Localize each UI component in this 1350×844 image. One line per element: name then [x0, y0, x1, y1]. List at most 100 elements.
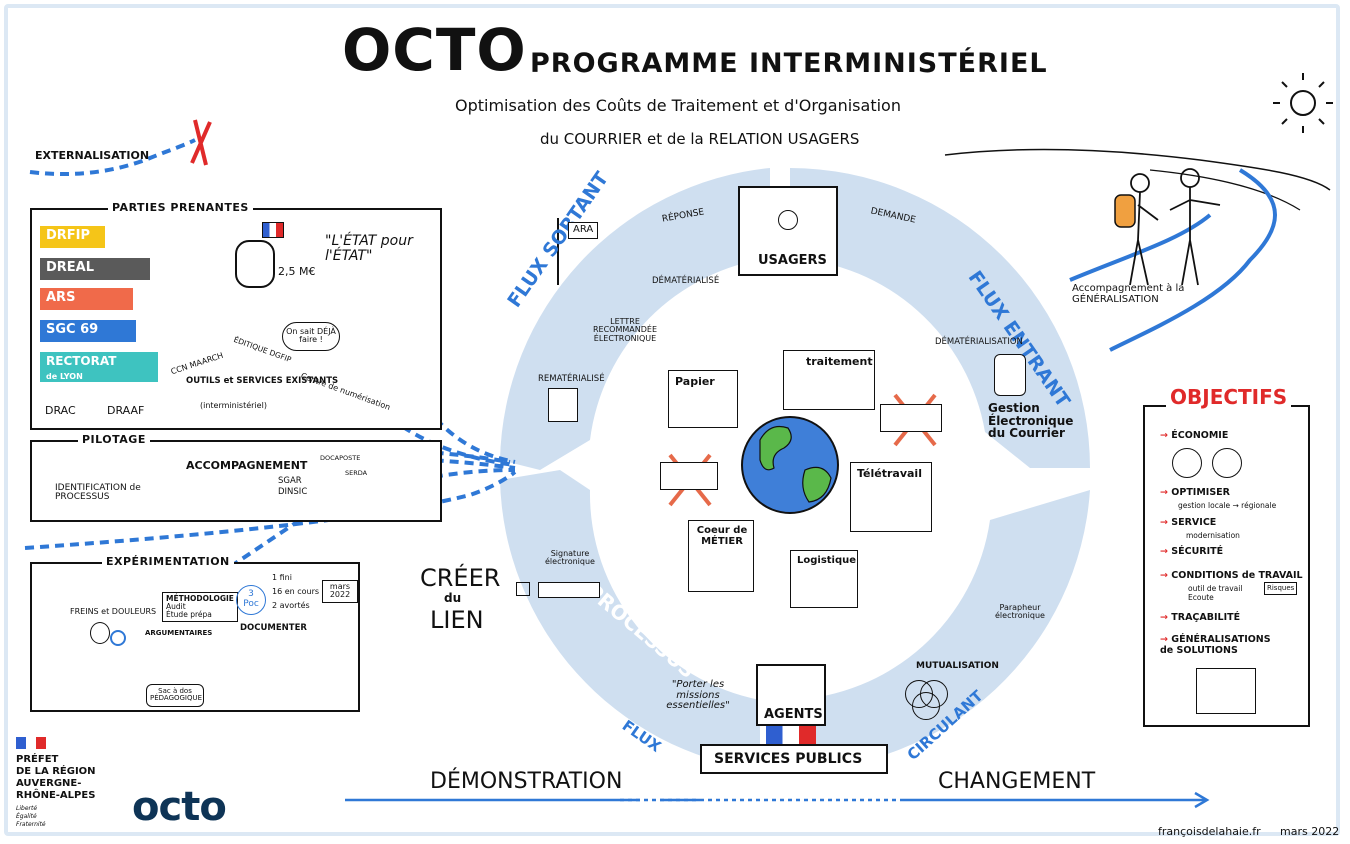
drac-label: DRAC: [45, 404, 76, 417]
subtitle-line1: Optimisation des Coûts de Traitement et …: [455, 96, 901, 115]
credit-date: mars 2022: [1280, 825, 1340, 838]
signature-field-icon: [538, 582, 600, 598]
dinsic-label: DINSIC: [278, 487, 308, 497]
poc-item-avortes: 2 avortés: [272, 601, 310, 610]
objectif-economie: → ÉCONOMIE: [1160, 430, 1229, 441]
objectif-generalisations-label: GÉNÉRALISATIONS de SOLUTIONS: [1160, 634, 1271, 656]
euro-coin-icon: [1172, 448, 1202, 478]
logistique-label: Logistique: [797, 555, 857, 566]
accompagnement-label: ACCOMPAGNEMENT: [186, 459, 308, 472]
objectif-generalisations: → GÉNÉRALISATIONS de SOLUTIONS: [1160, 634, 1271, 656]
externalisation-label: EXTERNALISATION: [35, 149, 150, 162]
page-title: PROGRAMME INTERMINISTÉRIEL: [530, 48, 1048, 79]
paper-document-icon: [548, 388, 578, 422]
poc-date: mars 2022: [322, 580, 358, 603]
usagers-box: USAGERS: [738, 186, 838, 276]
documenter-label: DOCUMENTER: [240, 623, 307, 633]
plant-icon: [1212, 448, 1242, 478]
server-icon: [994, 354, 1026, 396]
papier-label: Papier: [675, 375, 715, 388]
poc-item-en-cours: 16 en cours: [272, 587, 320, 596]
usagers-label: USAGERS: [758, 253, 827, 268]
french-flag-icon: [262, 222, 284, 238]
objectif-service: → SERVICE: [1160, 517, 1217, 528]
badge-rectorat-sub: de LYON: [46, 372, 83, 381]
mutualisation-label: MUTUALISATION: [916, 661, 999, 671]
dematerialise-label: DÉMATÉRIALISÉ: [652, 276, 720, 286]
logistique-panel: Logistique: [790, 550, 858, 608]
objectif-optimiser: → OPTIMISER: [1160, 487, 1230, 498]
truck-icon-2: [660, 462, 718, 490]
sgar-label: SGAR: [278, 476, 302, 486]
teletravail-panel: Télétravail: [850, 462, 932, 532]
outils-sub-label: (interministériel): [200, 401, 267, 410]
creer-label: CRÉER: [420, 564, 501, 592]
objectif-optimiser-label: OPTIMISER: [1171, 487, 1230, 498]
services-publics-box: SERVICES PUBLICS: [700, 744, 888, 774]
venn-circle-3-icon: [912, 692, 940, 720]
traitement-panel: traitement: [783, 350, 875, 410]
gestion-label: Gestion Électronique du Courrier: [988, 401, 1074, 441]
methodologie-box: MÉTHODOLOGIE Audit Étude prépa: [162, 592, 238, 622]
ring-segment-coherents: [790, 490, 1090, 771]
objectif-tracabilite: → TRAÇABILITÉ: [1160, 612, 1241, 623]
objectif-securite: → SÉCURITÉ: [1160, 546, 1224, 557]
coeur-panel: Coeur de MÉTIER: [688, 520, 754, 592]
lettre-label: LETTRE RECOMMANDÉE ÉLECTRONIQUE: [592, 317, 658, 343]
poc-label: Poc: [243, 598, 259, 609]
devise-liberte: Liberté: [16, 805, 38, 812]
octo-wordmark: OCTO: [342, 16, 527, 84]
objectif-service-sub: modernisation: [1186, 531, 1240, 540]
poc-circle: 3 Poc: [236, 585, 266, 615]
pain-face-icon: [90, 622, 110, 644]
coeur-label: Coeur de MÉTIER: [696, 525, 748, 547]
badge-drfip: DRFIP: [40, 226, 105, 248]
badge-ars: ARS: [40, 288, 133, 310]
devise-egalite: Égalité: [16, 813, 37, 820]
dematerialisation-label: DÉMATÉRIALISATION: [935, 337, 1023, 347]
identification-label: IDENTIFICATION de PROCESSUS: [55, 483, 141, 503]
money-amount: 2,5 M€: [278, 265, 316, 278]
objectif-conditions: → CONDITIONS de TRAVAIL: [1160, 570, 1303, 581]
methodologie-label: MÉTHODOLOGIE: [166, 594, 234, 603]
objectifs-title: OBJECTIFS: [1166, 387, 1292, 408]
prefet-line3: AUVERGNE-: [16, 778, 82, 789]
du-label: du: [444, 591, 462, 605]
objectif-conditions-sub: outil de travail Ecoute: [1188, 584, 1243, 602]
prefet-line1: PRÉFET: [16, 754, 59, 765]
etat-quote: "L'ÉTAT pour l'ÉTAT": [325, 233, 413, 264]
prefet-line4: RHÔNE-ALPES: [16, 790, 96, 801]
traitement-label: traitement: [806, 355, 873, 368]
lock-icon: [516, 582, 530, 596]
prefet-line2: DE LA RÉGION: [16, 766, 96, 777]
truck-icon: [880, 404, 942, 432]
accompagnement-generalisation-label: Accompagnement à la GÉNÉRALISATION: [1072, 283, 1185, 305]
author-credit: françoisdelahaie.fr: [1158, 825, 1261, 838]
magnifier-icon: [110, 630, 126, 646]
badge-rectorat-label: RECTORAT: [46, 354, 117, 368]
frame: [4, 4, 1340, 836]
subtitle-line2: du COURRIER et de la RELATION USAGERS: [540, 130, 860, 148]
argumentaires-label: ARGUMENTAIRES: [145, 629, 213, 637]
audit-label: Audit: [166, 601, 186, 611]
changement-label: CHANGEMENT: [938, 769, 1096, 794]
pilotage-panel: [30, 440, 442, 522]
already-done-bubble: On sait DÉJÀ faire !: [282, 322, 340, 351]
demonstration-label: DÉMONSTRATION: [430, 769, 623, 794]
docaposte-label: DOCAPOSTE: [320, 454, 361, 462]
ara-flag: ARA: [568, 222, 599, 239]
poc-number: 3: [248, 589, 254, 599]
marianne-flag-icon: [766, 726, 816, 744]
user-icon: [778, 210, 798, 230]
ring-segment-processus: [500, 470, 760, 770]
outils-label: OUTILS et SERVICES EXISTANTS: [186, 376, 339, 386]
freins-label: FREINS et DOULEURS: [70, 607, 157, 616]
objectif-tracabilite-label: TRAÇABILITÉ: [1171, 612, 1241, 623]
devise-fraternite: Fraternité: [16, 821, 46, 828]
money-bag-icon: [235, 240, 275, 288]
badge-rectorat: RECTORAT de LYON: [40, 352, 158, 382]
experimentation-title: EXPÉRIMENTATION: [102, 555, 234, 568]
papier-panel: Papier: [668, 370, 738, 428]
objectif-conditions-label: CONDITIONS de TRAVAIL: [1171, 570, 1303, 581]
